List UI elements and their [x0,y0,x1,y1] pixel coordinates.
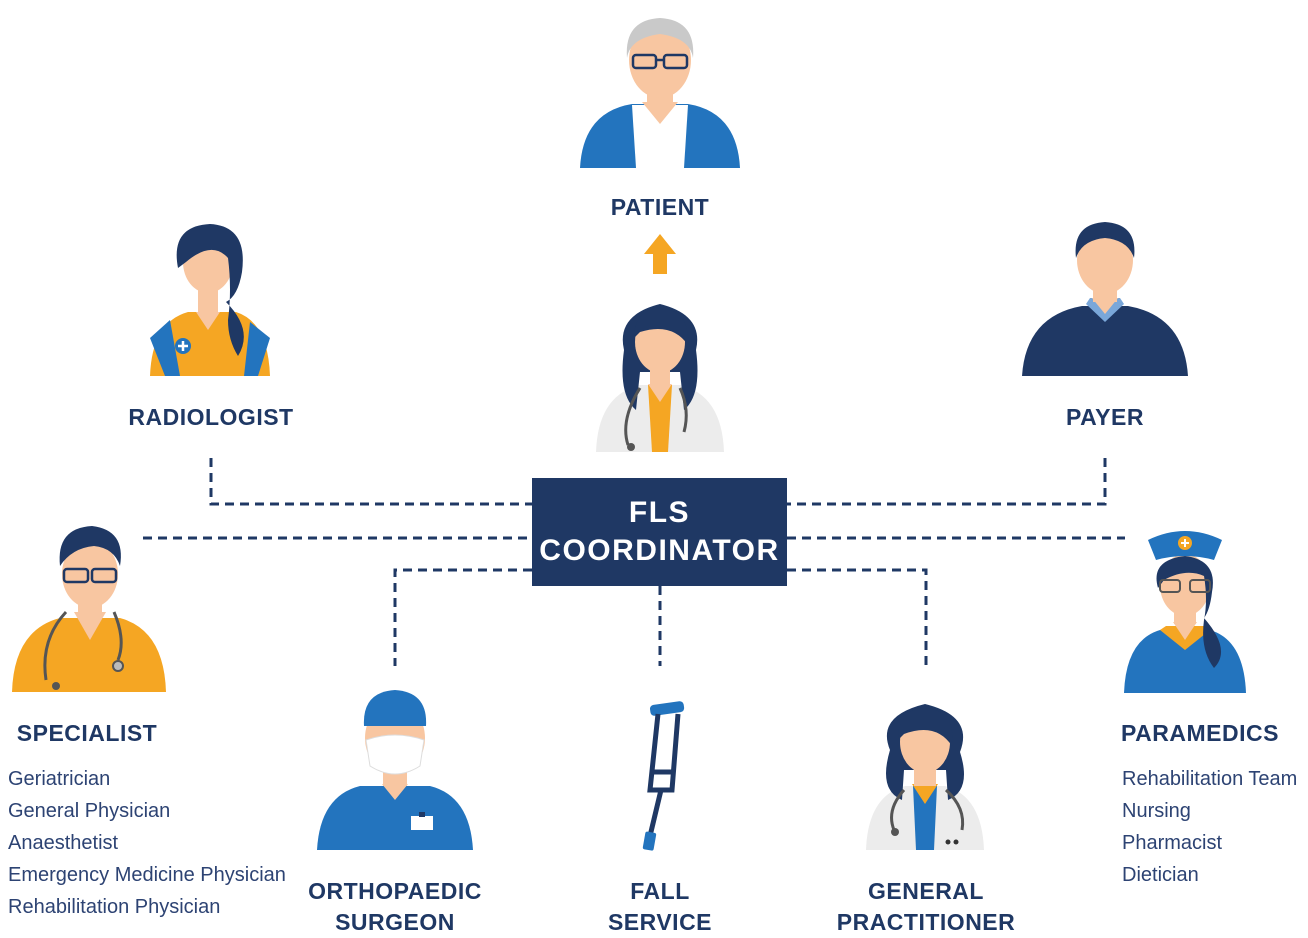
connector-radiologist [209,458,532,506]
coordinator-line1: FLS [628,496,691,529]
specialist-label: SPECIALIST [0,718,174,749]
coordinator-line2: COORDINATOR [539,534,780,567]
list-item: Pharmacist [1122,832,1223,854]
list-item: Emergency Medicine Physician [8,864,286,886]
arrow-up-icon [644,234,676,274]
list-item: Rehabilitation Team [1122,768,1298,790]
connector-lines [143,458,1125,666]
gp-label-line2: PRACTITIONER [836,909,1016,935]
fall-label-line2: SERVICE [607,909,713,935]
man-payer-icon [1022,222,1188,376]
paramedics-list: Rehabilitation Team Nursing Pharmacist D… [1122,763,1297,891]
patient-label: PATIENT [560,192,760,223]
specialist-list: Geriatrician General Physician Anaesthet… [8,763,286,923]
list-item: Geriatrician [8,768,111,790]
orthopaedic-surgeon-label: ORTHOPAEDIC SURGEON [295,876,495,938]
payer-label: PAYER [1005,402,1205,433]
payer-label-text: PAYER [1066,404,1144,430]
elderly-man-icon [580,18,740,168]
list-item: Dietician [1122,864,1199,886]
list-item: General Physician [8,800,171,822]
male-doctor-icon [12,526,166,692]
list-item: Nursing [1122,800,1191,822]
radiologist-label-text: RADIOLOGIST [128,404,294,430]
crutch-icon [642,701,685,851]
paramedics-label: PARAMEDICS [1100,718,1300,749]
paramedics-label-text: PARAMEDICS [1121,720,1279,746]
female-doctor-icon [596,304,724,452]
specialist-label-text: SPECIALIST [16,720,158,746]
orthopaedic-label-line2: SURGEON [335,909,455,935]
connector-gp [787,568,928,666]
nurse-icon [1124,531,1246,693]
radiologist-label: RADIOLOGIST [106,402,316,433]
list-item: Anaesthetist [8,832,119,854]
gp-label-line1: GENERAL [868,878,984,904]
list-item: Rehabilitation Physician [8,896,221,918]
female-radiologist-icon [150,224,270,376]
connector-payer [787,458,1107,506]
fall-service-label: FALL SERVICE [578,876,742,938]
fall-label-line1: FALL [630,878,690,904]
fls-coordinator-box: FLS COORDINATOR [532,478,787,586]
general-practitioner-label: GENERAL PRACTITIONER [816,876,1036,938]
female-gp-icon [866,704,984,850]
connector-orthopaedic [393,568,532,666]
orthopaedic-label-line1: ORTHOPAEDIC [308,878,482,904]
patient-label-text: PATIENT [610,194,710,220]
surgeon-icon [317,690,473,850]
